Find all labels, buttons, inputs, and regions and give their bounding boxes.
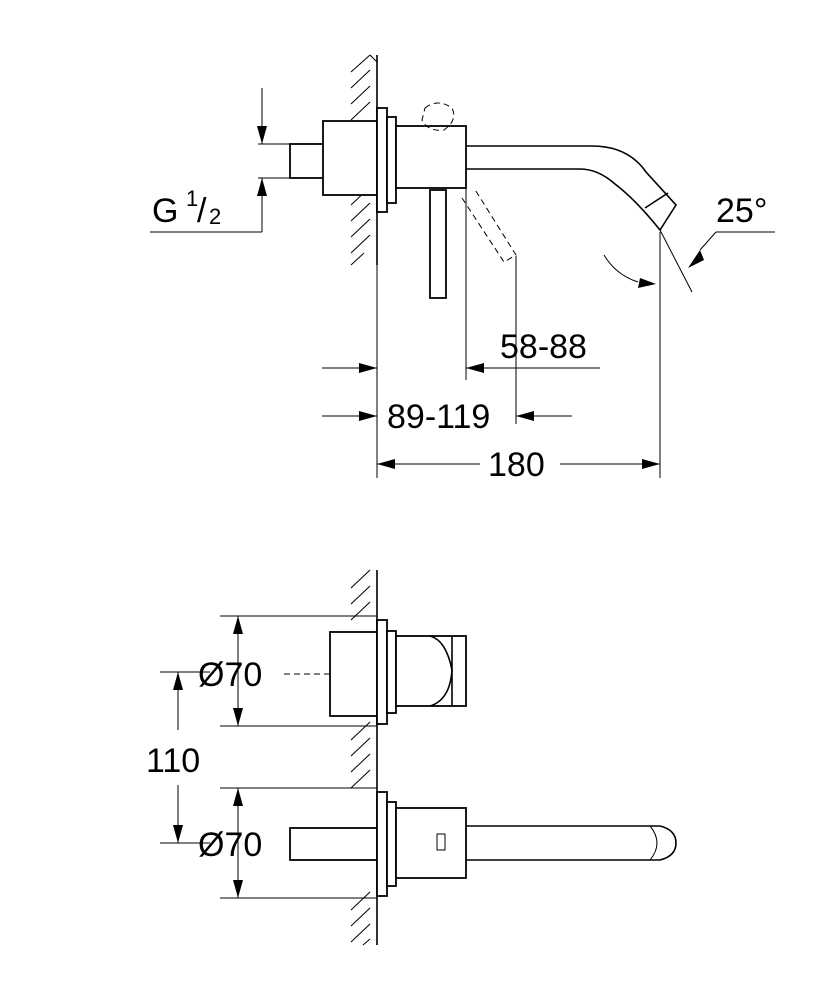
angle-dimension: 25° [603,192,775,293]
dim-58-88-label: 58-88 [500,328,587,366]
dim-89-119-label: 89-119 [387,398,490,436]
angle-label: 25° [716,192,767,230]
dia-upper-label: Ø70 [198,656,262,694]
dimension-58-88: 58-88 [322,328,600,373]
thread-label-slash: / [197,192,207,230]
thread-label-num: 1 [186,186,198,211]
concealed-body [289,107,397,213]
thread-dimension: G 1 / 2 [150,88,290,233]
thread-label-den: 2 [209,204,221,229]
handle-rosette [329,619,467,725]
dimension-89-119: 89-119 [322,398,572,436]
dimension-180: 180 [377,446,660,484]
mixer-spout [395,102,678,299]
spacing-label: 110 [146,742,200,780]
spout-rosette [289,791,677,897]
wall-lower [350,569,378,946]
front-view: Ø70 Ø70 110 [146,569,677,946]
thread-label-g: G [152,192,178,230]
extension-lines [376,188,661,478]
diameter-dimensions: Ø70 Ø70 [198,615,377,899]
dim-180-label: 180 [488,446,545,484]
dia-lower-label: Ø70 [198,826,262,864]
spacing-dimension: 110 [146,671,210,844]
side-view: G 1 / 2 25° 58-88 [150,54,775,484]
